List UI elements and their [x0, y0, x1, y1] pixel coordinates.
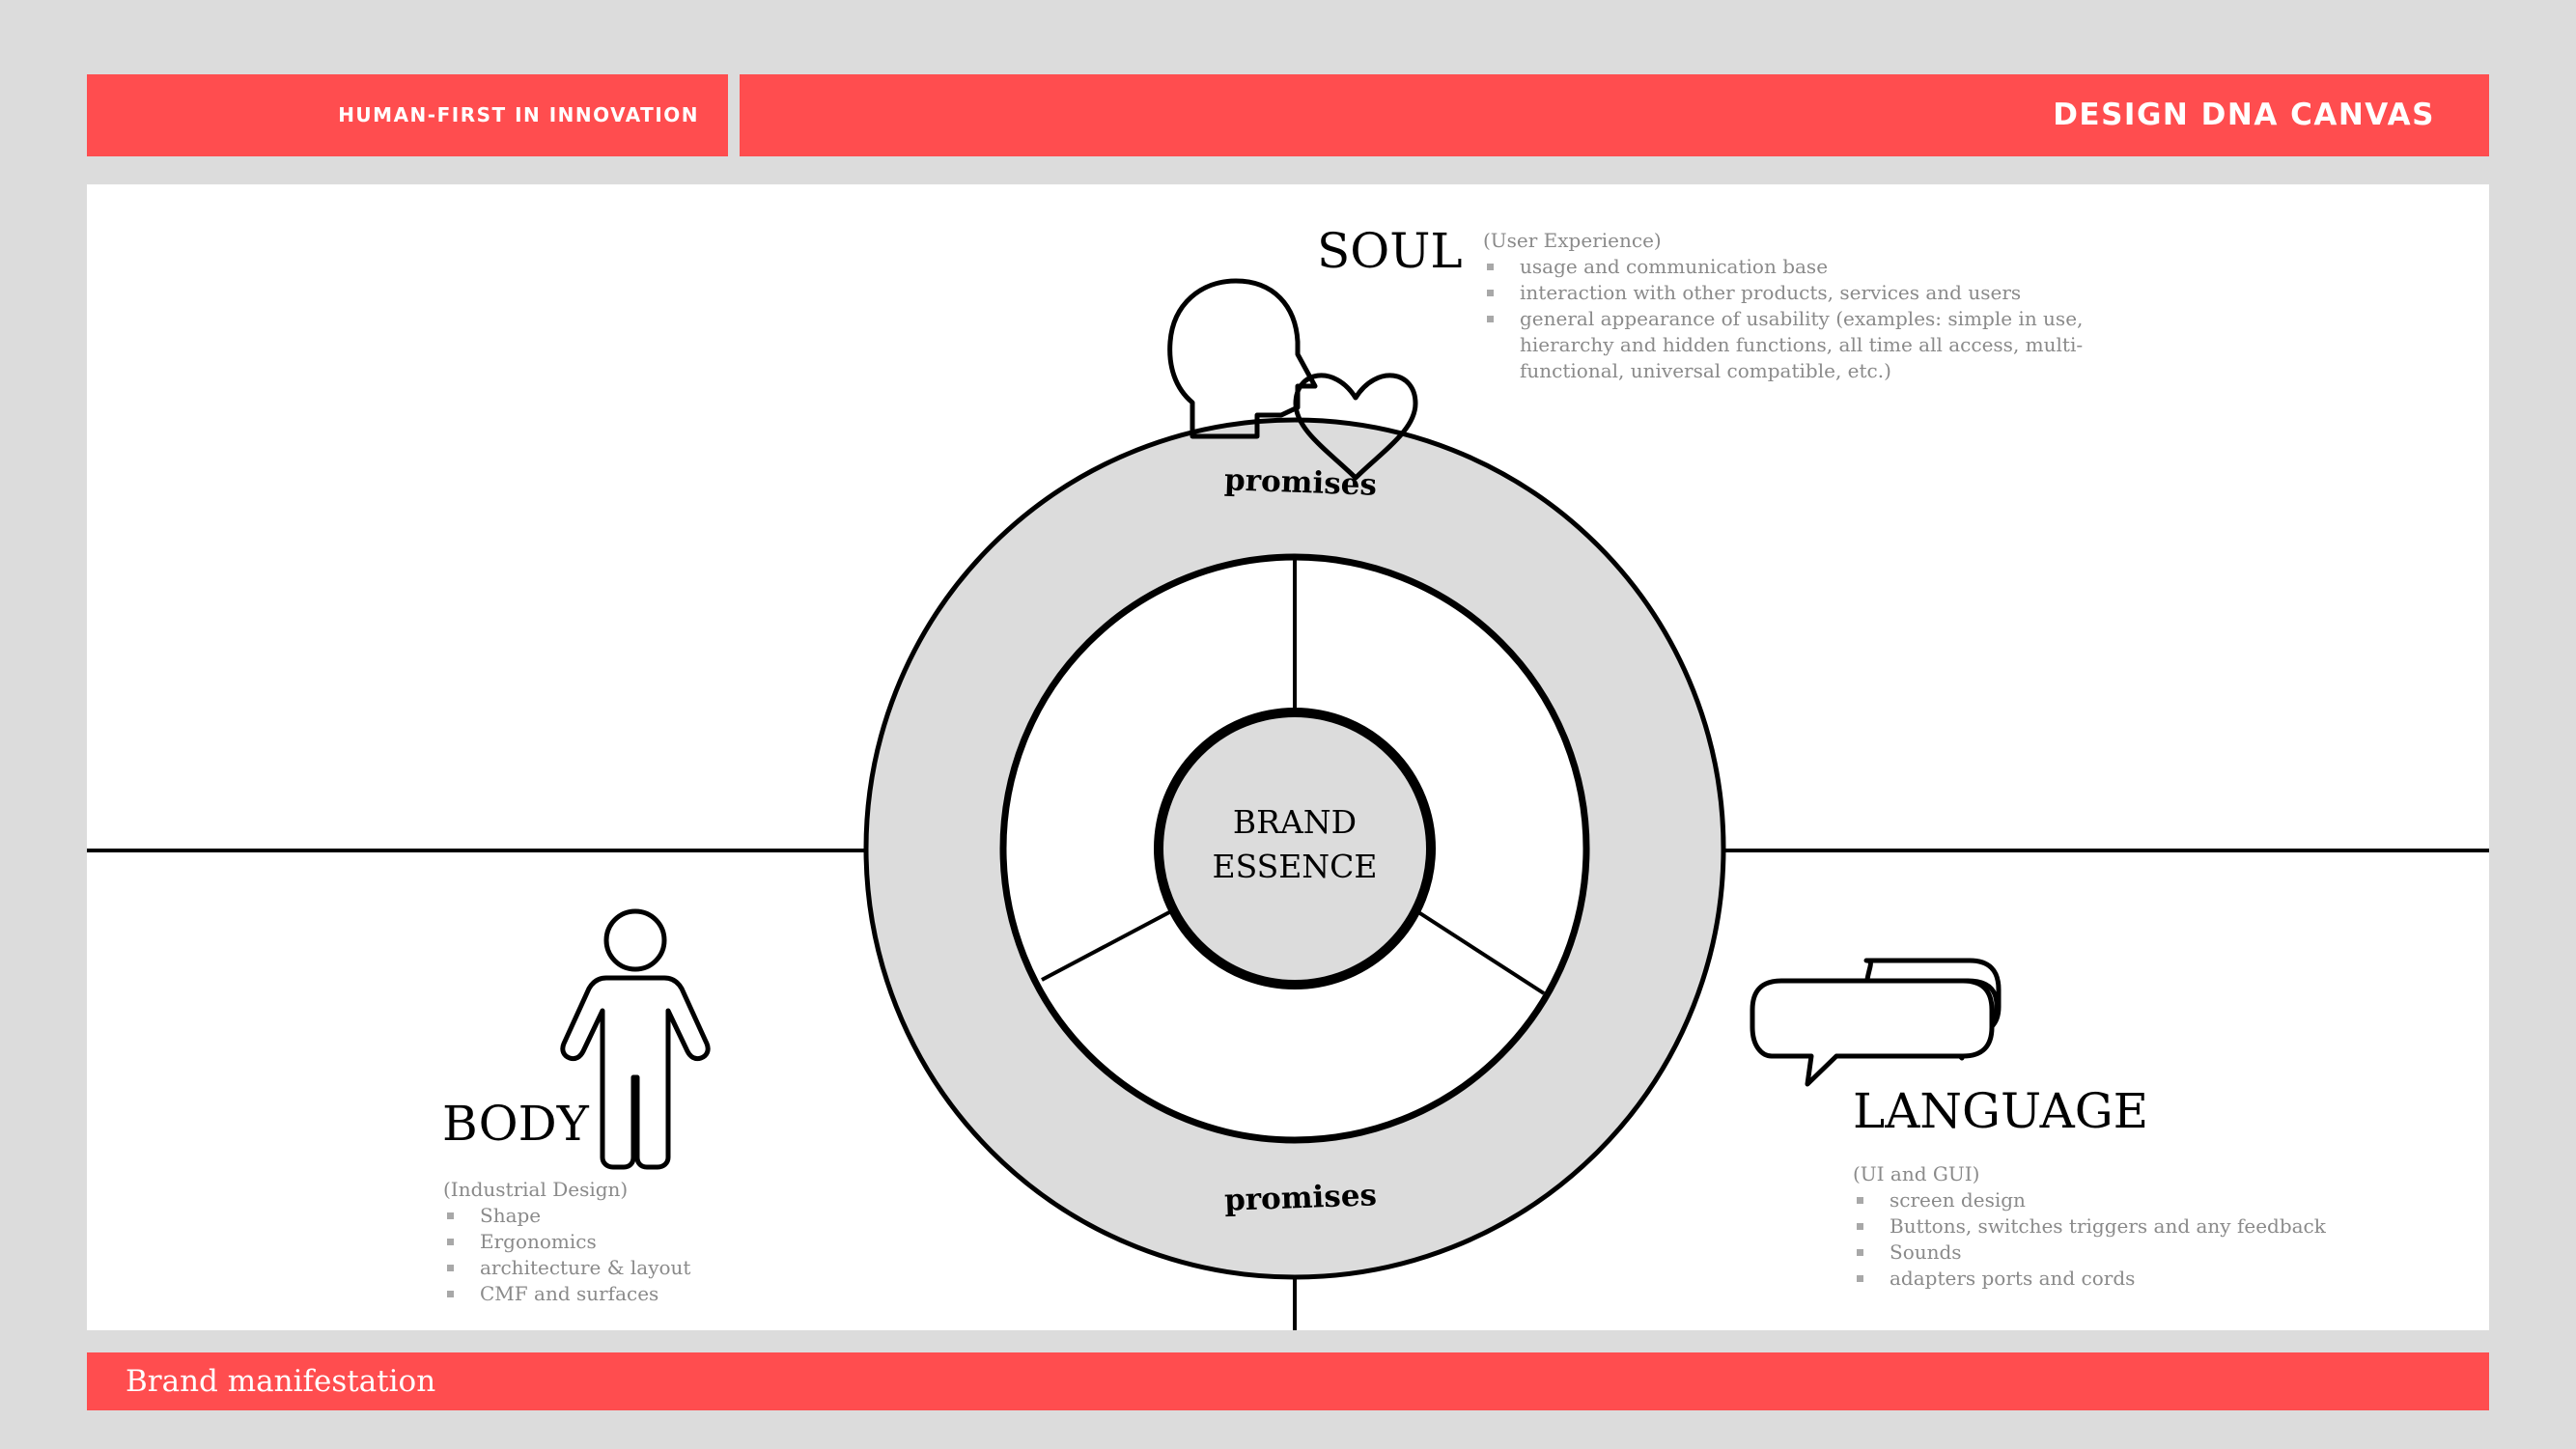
head-profile-icon — [1167, 278, 1318, 439]
heart-icon — [1293, 373, 1418, 481]
list-item: general appearance of usability (example… — [1487, 306, 2138, 384]
body-subtitle: (Industrial Design) — [443, 1178, 629, 1201]
header-tagline: HUMAN-FIRST IN INNOVATION — [338, 103, 699, 126]
list-item: interaction with other products, service… — [1487, 280, 2138, 306]
footer-bar: Brand manifestation — [87, 1352, 2489, 1410]
soul-subtitle: (User Experience) — [1483, 229, 1662, 252]
list-item: screen design — [1857, 1187, 2326, 1213]
brand-essence-circle — [1154, 708, 1436, 989]
canvas-area: promises promises BRAND ESSENCE SOUL (Us… — [87, 184, 2489, 1330]
footer-label: Brand manifestation — [126, 1364, 436, 1399]
soul-title: SOUL — [1317, 223, 1463, 279]
brand-essence-line2: ESSENCE — [1212, 848, 1377, 885]
ring-label-bottom: promises — [1223, 1178, 1377, 1217]
list-item: Sounds — [1857, 1240, 2326, 1266]
body-list: Shape Ergonomics architecture & layout C… — [443, 1203, 690, 1307]
list-item: usage and communication base — [1487, 254, 2138, 280]
list-item: Ergonomics — [446, 1229, 690, 1255]
list-item: CMF and surfaces — [446, 1281, 690, 1307]
language-title: LANGUAGE — [1853, 1083, 2149, 1139]
body-title: BODY — [442, 1096, 589, 1152]
list-item: architecture & layout — [446, 1256, 691, 1279]
speech-bubbles-icon — [1750, 958, 2002, 1087]
soul-list: usage and communication base interaction… — [1483, 254, 2138, 384]
list-item: Shape — [446, 1203, 690, 1229]
spoke-right — [1411, 906, 1546, 995]
canvas-title: DESIGN DNA CANVAS — [2053, 98, 2435, 132]
header-tagline-bar: HUMAN-FIRST IN INNOVATION — [87, 74, 728, 156]
list-item: Buttons, switches triggers and any feedb… — [1857, 1214, 2326, 1238]
list-item: adapters ports and cords — [1857, 1266, 2326, 1292]
header-title-bar: DESIGN DNA CANVAS — [740, 74, 2489, 156]
person-icon — [560, 908, 711, 1170]
language-subtitle: (UI and GUI) — [1853, 1162, 1980, 1185]
brand-essence-line1: BRAND — [1233, 803, 1357, 841]
spoke-left — [1041, 909, 1172, 982]
ring-label-top: promises — [1223, 462, 1377, 502]
language-list: screen design Buttons, switches triggers… — [1853, 1187, 2326, 1292]
brand-diagram: promises promises BRAND ESSENCE — [87, 278, 2489, 1330]
